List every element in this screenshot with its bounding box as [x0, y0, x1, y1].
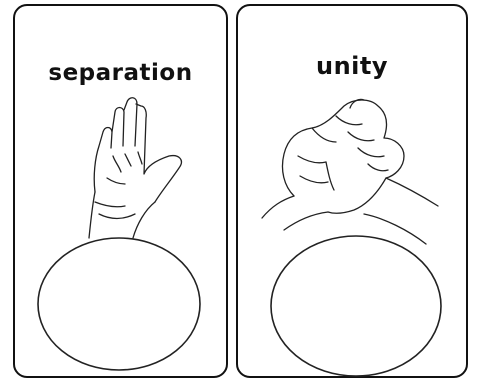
- clasped-hands-icon: [238, 6, 470, 380]
- separation-card: separation: [13, 4, 228, 378]
- unity-card: unity: [236, 4, 468, 378]
- raised-open-hand-icon: [15, 6, 230, 380]
